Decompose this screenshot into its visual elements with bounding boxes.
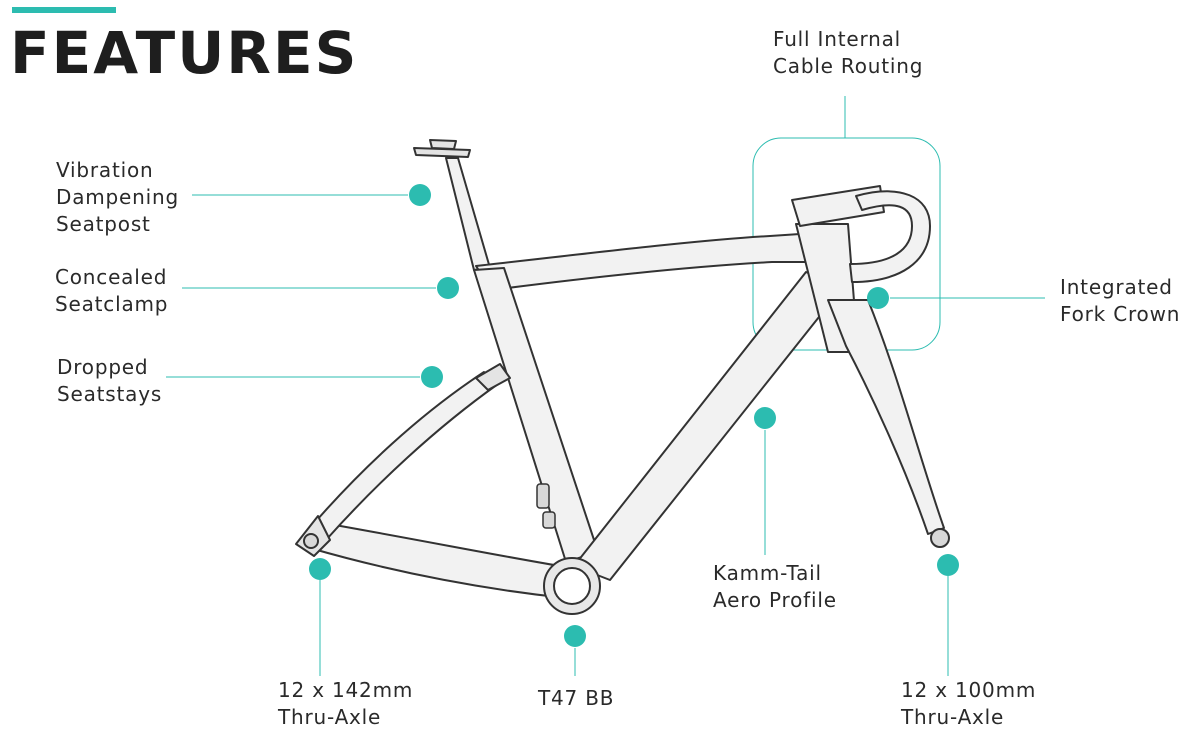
label-cable-routing: Full Internal Cable Routing [773,26,923,80]
label-line: Cable Routing [773,54,924,78]
label-bottom-bracket: T47 BB [538,685,614,712]
label-line: 12 x 142mm [278,678,414,702]
label-line: Aero Profile [713,588,837,612]
label-line: Seatclamp [55,292,169,316]
label-line: Seatstays [57,382,163,406]
label-line: Fork Crown [1060,302,1181,326]
label-seatclamp: Concealed Seatclamp [55,264,168,318]
frame-drawing [295,139,950,615]
label-fork-crown: Integrated Fork Crown [1060,274,1180,328]
label-seatpost: Vibration Dampening Seatpost [56,157,179,238]
label-line: Seatpost [56,212,151,236]
label-rear-axle: 12 x 142mm Thru-Axle [278,677,413,731]
label-line: Concealed [55,265,168,289]
label-line: Vibration [56,158,154,182]
label-line: Kamm-Tail [713,561,822,585]
page-title: FEATURES [10,19,359,87]
label-line: Thru-Axle [901,705,1005,729]
callout-lines [166,96,1045,676]
label-line: Dampening [56,185,179,209]
label-line: T47 BB [538,686,615,710]
accent-bar [12,7,116,13]
label-line: Integrated [1060,275,1173,299]
label-seatstays: Dropped Seatstays [57,354,162,408]
label-line: Thru-Axle [278,705,382,729]
label-line: 12 x 100mm [901,678,1037,702]
callout-dots [309,184,959,647]
label-front-axle: 12 x 100mm Thru-Axle [901,677,1036,731]
label-aero-profile: Kamm-Tail Aero Profile [713,560,837,614]
label-line: Dropped [57,355,149,379]
label-line: Full Internal [773,27,902,51]
